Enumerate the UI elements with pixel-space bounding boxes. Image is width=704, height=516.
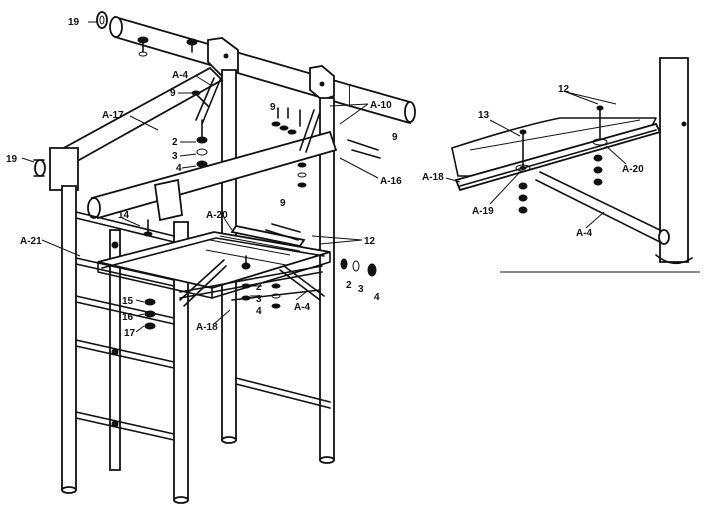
- detail-rail-a18: [454, 122, 662, 192]
- label-a4-detail: A-4: [576, 228, 593, 239]
- label-3-right: 3: [358, 284, 364, 295]
- label-a20-detail: A-20: [622, 164, 644, 175]
- label-a4-top: A-4: [172, 70, 189, 81]
- brace-a4-lower: [279, 265, 325, 301]
- main-assembly: [21, 11, 416, 504]
- label-12-mid: 12: [364, 236, 376, 247]
- top-fittings: [207, 37, 335, 102]
- label-a18-detail: A-18: [422, 172, 444, 183]
- label-a20: A-20: [206, 210, 228, 221]
- ladder-frame: [61, 185, 189, 504]
- detail-brace-a4: [535, 171, 665, 243]
- label-15: 15: [122, 296, 134, 307]
- label-16: 16: [122, 312, 134, 323]
- seat-platform: [97, 224, 331, 299]
- arm-tube-a17: [33, 66, 224, 191]
- label-9-top: 9: [170, 88, 176, 99]
- label-a4-mid: A-4: [294, 302, 311, 313]
- label-13-detail: 13: [478, 110, 490, 121]
- label-9-mid: 9: [270, 102, 276, 113]
- label-17: 17: [124, 328, 136, 339]
- label-19-top: 19: [68, 17, 80, 28]
- label-3-left: 3: [172, 151, 178, 162]
- hardware: [137, 36, 381, 330]
- rear-brace: [179, 259, 227, 307]
- leader-lines: [21, 21, 379, 333]
- end-cap-19-top: [96, 11, 108, 29]
- label-a18-mid: A-18: [196, 322, 218, 333]
- label-4-left: 4: [176, 163, 182, 174]
- label-a19-detail: A-19: [472, 206, 494, 217]
- label-a16: A-16: [380, 176, 402, 187]
- arm-tube-a16: [87, 130, 338, 222]
- label-2-left: 2: [172, 137, 178, 148]
- detail-post: [659, 57, 689, 263]
- label-4-under: 4: [256, 306, 262, 317]
- detail-view: [445, 57, 700, 273]
- label-9-seat: 9: [280, 198, 286, 209]
- label-12-detail: 12: [558, 84, 570, 95]
- label-a10: A-10: [370, 100, 392, 111]
- label-3-under: 3: [256, 294, 262, 305]
- label-2-under: 2: [256, 282, 262, 293]
- label-19-left: 19: [6, 154, 18, 165]
- label-4-right: 4: [374, 292, 380, 303]
- bottom-stretcher: [235, 377, 331, 409]
- detail-board: [451, 117, 657, 177]
- label-a17: A-17: [102, 110, 124, 121]
- label-9-right: 9: [392, 132, 398, 143]
- part-labels: 19 A-4 9 A-17 2 3 4 9 A-10 9 A-16 19 14 …: [6, 17, 644, 339]
- label-14: 14: [118, 210, 130, 221]
- label-a21: A-21: [20, 236, 42, 247]
- label-2-right: 2: [346, 280, 352, 291]
